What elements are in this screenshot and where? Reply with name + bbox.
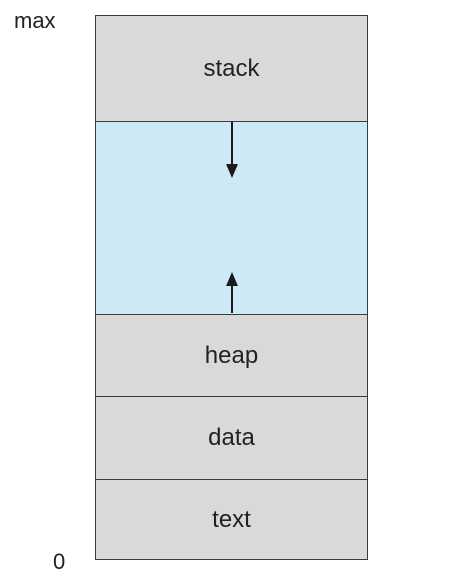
zero-address-label: 0: [53, 549, 66, 574]
text-label: text: [212, 505, 251, 533]
heap-growth-arrow: [226, 272, 238, 313]
heap-label: heap: [204, 341, 259, 369]
text-segment: text: [96, 479, 367, 559]
max-address-label: max: [14, 8, 56, 33]
stack-label: stack: [203, 54, 260, 82]
stack-segment: stack: [96, 16, 367, 121]
data-segment: data: [96, 396, 367, 479]
heap-segment: heap: [96, 314, 367, 396]
data-label: data: [208, 424, 255, 451]
free-space-segment: [96, 121, 367, 314]
stack-growth-arrow: [226, 122, 238, 178]
growth-arrows: [226, 122, 238, 313]
address-space-block: stack heap data text: [95, 15, 368, 560]
